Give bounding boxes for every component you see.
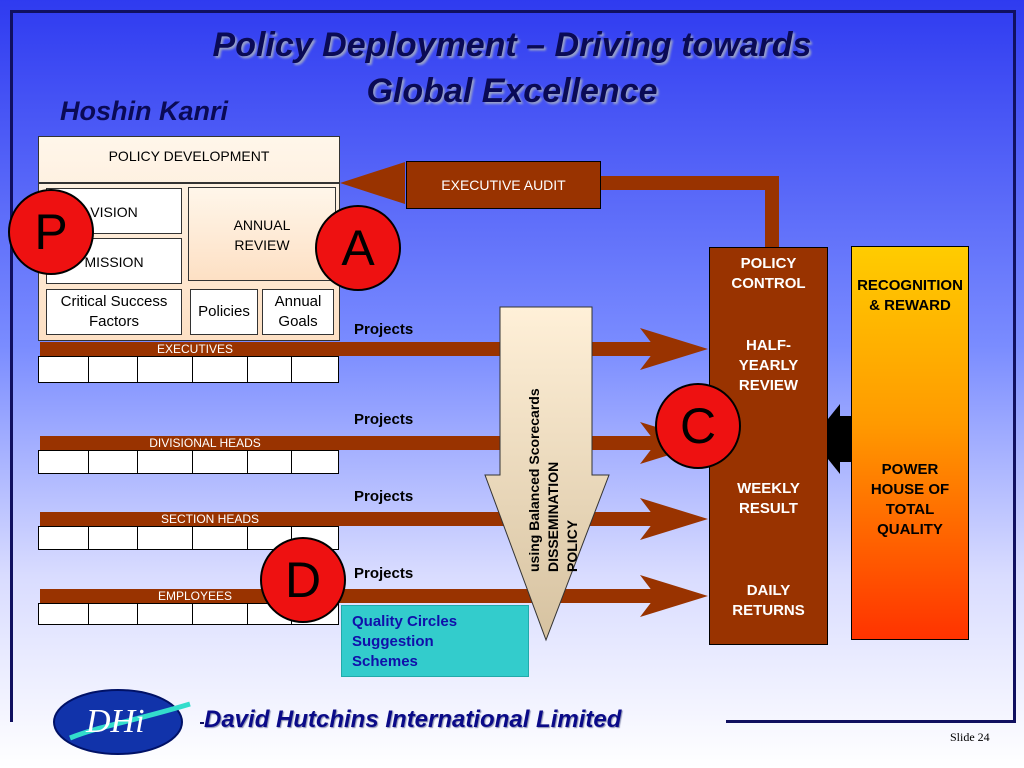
daily-line-2: RETURNS: [732, 602, 805, 619]
slide-number: Slide 24: [950, 730, 990, 744]
annual-goals-line-2: Goals: [278, 313, 318, 330]
half-yearly-line-2: YEARLY: [738, 357, 799, 374]
daily-returns-label: DAILY RETURNS: [709, 581, 828, 621]
dissemination-text: using Balanced Scorecards DISSEMINATION …: [525, 332, 589, 572]
policy-control-line-1: POLICY: [740, 255, 797, 272]
quality-circles-box: Quality Circles Suggestion Schemes: [341, 605, 529, 677]
audit-loop-horizontal: [600, 176, 779, 190]
employees-arrowhead: [640, 575, 708, 617]
half-yearly-line-3: REVIEW: [738, 377, 799, 394]
slide-frame: [10, 10, 1016, 722]
company-logo: DHi: [53, 689, 191, 755]
recognition-line-1: RECOGNITION: [857, 277, 963, 294]
footer-rule-right: [726, 720, 1016, 723]
weekly-line-2: RESULT: [739, 500, 798, 517]
section-arrowhead: [640, 498, 708, 540]
half-yearly-review-label: HALF- YEARLY REVIEW: [709, 336, 828, 396]
projects-label-3: Projects: [354, 488, 414, 505]
pdca-p-circle: P: [8, 189, 94, 275]
annual-goals-line-1: Annual: [274, 293, 322, 310]
annual-review-line-1: ANNUAL: [233, 217, 291, 233]
audit-arrowhead: [340, 162, 405, 204]
quality-circles-line-3: Schemes: [352, 653, 418, 670]
daily-line-1: DAILY: [746, 582, 791, 599]
page-title: Policy Deployment – Driving towards Glob…: [0, 22, 1024, 114]
csf-line-2: Factors: [88, 313, 139, 330]
executives-cells: [38, 356, 339, 383]
power-house-label: POWER HOUSE OF TOTAL QUALITY: [851, 460, 969, 540]
level-label-employees: EMPLOYEES: [157, 589, 233, 603]
dissemination-arrow: [484, 306, 610, 642]
power-line-2: HOUSE OF: [870, 481, 950, 498]
annual-goals-box: Annual Goals: [262, 289, 334, 335]
dissemination-line-1: POLICY: [564, 519, 580, 572]
mission-label: MISSION: [84, 254, 144, 270]
level-label-divisional-heads: DIVISIONAL HEADS: [149, 436, 261, 450]
critical-success-factors-box: Critical Success Factors: [46, 289, 182, 335]
pdca-d-circle: D: [260, 537, 346, 623]
dissemination-line-3: using Balanced Scorecards: [526, 388, 542, 572]
power-line-4: QUALITY: [877, 521, 943, 538]
dissemination-line-2: DISSEMINATION: [545, 461, 561, 572]
level-label-section-heads: SECTION HEADS: [160, 512, 259, 526]
quality-circles-line-1: Quality Circles: [352, 613, 458, 630]
annual-review-line-2: REVIEW: [234, 237, 290, 253]
csf-line-1: Critical Success: [60, 293, 168, 310]
divisional-cells: [38, 450, 339, 474]
projects-label-4: Projects: [354, 565, 414, 582]
policy-control-line-2: CONTROL: [731, 275, 806, 292]
power-line-1: POWER: [881, 461, 939, 478]
weekly-result-label: WEEKLY RESULT: [709, 479, 828, 519]
title-line-2: Global Excellence: [366, 72, 658, 110]
projects-label-2: Projects: [354, 411, 414, 428]
vision-label: VISION: [90, 204, 138, 220]
projects-label-1: Projects: [354, 321, 414, 338]
power-house-box: [851, 246, 969, 640]
half-yearly-line-1: HALF-: [746, 337, 791, 354]
footer-rule-left: [200, 722, 204, 724]
level-label-executives: EXECUTIVES: [156, 342, 234, 356]
policies-box: Policies: [190, 289, 258, 335]
recognition-line-2: & REWARD: [869, 297, 951, 314]
audit-loop-vertical: [765, 176, 779, 248]
power-line-3: TOTAL: [885, 501, 935, 518]
policy-control-label: POLICY CONTROL: [709, 254, 828, 294]
pdca-c-circle: C: [655, 383, 741, 469]
executives-arrowhead: [640, 328, 708, 370]
policies-label: Policies: [198, 303, 250, 320]
header-divider: [38, 182, 340, 184]
employees-bar: [40, 589, 660, 603]
policy-development-header: POLICY DEVELOPMENT: [108, 148, 270, 164]
company-name: David Hutchins International Limited: [204, 706, 622, 733]
executive-audit-label: EXECUTIVE AUDIT: [441, 177, 566, 193]
recognition-reward-label: RECOGNITION & REWARD: [845, 276, 975, 316]
title-line-1: Policy Deployment – Driving towards: [212, 26, 812, 64]
logo-text: DHi: [85, 703, 145, 740]
pdca-a-circle: A: [315, 205, 401, 291]
annual-review-box: ANNUAL REVIEW: [188, 187, 336, 281]
weekly-line-1: WEEKLY: [737, 480, 800, 497]
executive-audit-box: EXECUTIVE AUDIT: [406, 161, 601, 209]
subtitle: Hoshin Kanri: [60, 96, 229, 126]
quality-circles-line-2: Suggestion: [352, 633, 434, 650]
